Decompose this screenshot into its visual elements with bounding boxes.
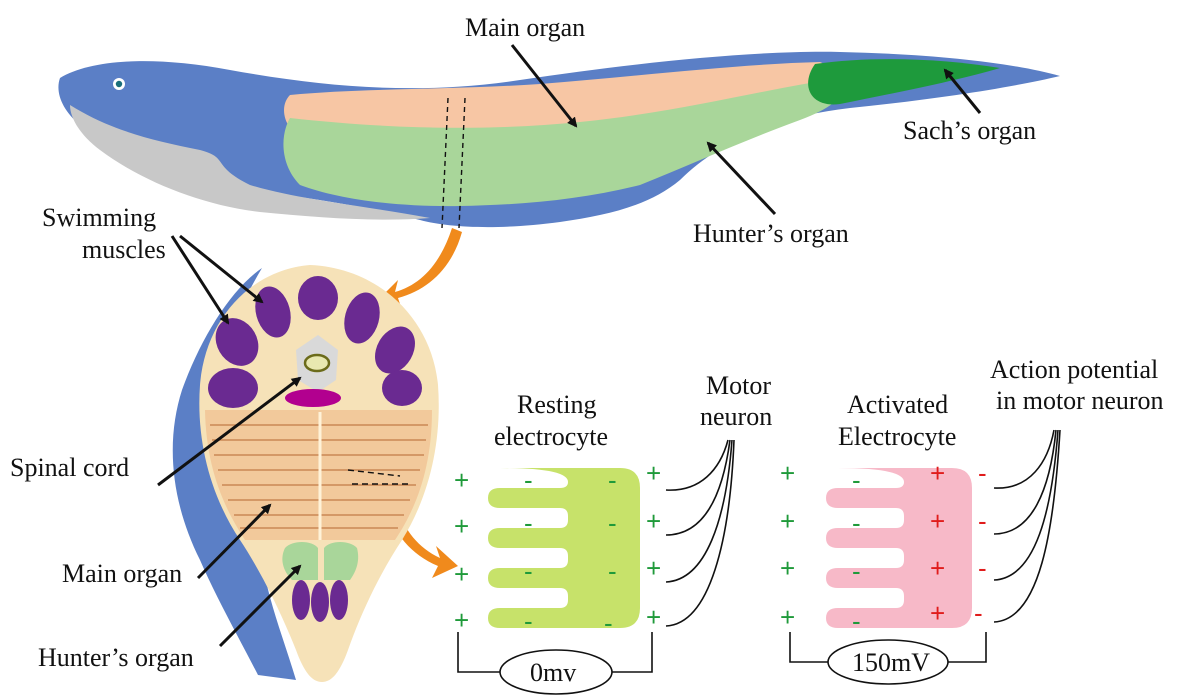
label-swimming-muscles-1: Swimming (42, 203, 156, 232)
resting-left-plus-signs: + + + + (454, 465, 469, 635)
label-main-organ-bottom: Main organ (62, 559, 182, 588)
resting-right-plus-1: + (646, 458, 661, 488)
spinal-cord-center (305, 355, 329, 371)
label-main-organ-top: Main organ (465, 13, 585, 42)
label-motor-neuron-1: Motor (706, 371, 771, 400)
label-swimming-muscles-2: muscles (82, 235, 166, 264)
label-hunters-organ-bottom: Hunter’s organ (38, 643, 194, 672)
resting-left-plus-2: + (454, 511, 469, 541)
activated-red-minus-2: - (978, 506, 987, 536)
activated-red-minus-1: - (978, 458, 987, 488)
resting-right-plus-4: + (646, 602, 661, 632)
label-activated-2: Electrocyte (838, 422, 956, 451)
eel-pupil (116, 81, 122, 87)
activated-left-plus-1: + (780, 458, 795, 488)
activated-voltmeter: 150mV (790, 632, 986, 684)
resting-motor-neuron-wires (666, 440, 734, 626)
activated-red-plus-4: + (930, 598, 945, 628)
activated-motor-neuron-wires (994, 430, 1060, 622)
activated-red-plus-3: + (930, 553, 945, 583)
arrow-swimming-muscles-1 (172, 236, 228, 323)
activated-electrocyte-cell (826, 468, 972, 628)
resting-right-plus-2: + (646, 506, 661, 536)
activated-right-minus-signs: - - - - (974, 458, 987, 628)
label-action-potential-2: in motor neuron (996, 386, 1164, 415)
label-sachs-organ: Sach’s organ (903, 116, 1036, 145)
resting-left-plus-3: + (454, 559, 469, 589)
resting-left-plus-1: + (454, 465, 469, 495)
resting-left-plus-4: + (454, 605, 469, 635)
activated-red-minus-3: - (978, 553, 987, 583)
cross-section (173, 265, 439, 682)
resting-minus-b3: - (608, 556, 617, 586)
activated-red-plus-2: + (930, 506, 945, 536)
resting-minus-a1: - (524, 465, 533, 495)
resting-minus-b1: - (608, 465, 617, 495)
activated-inner-minus-signs: - - - - (852, 465, 861, 636)
resting-minus-a3: - (524, 556, 533, 586)
activated-minus-2: - (852, 508, 861, 538)
resting-right-plus-signs: + + + + (646, 458, 661, 632)
hunters-organ-muscles (292, 580, 348, 622)
arrow-hunters-organ-top (708, 143, 775, 214)
label-motor-neuron-2: neuron (700, 402, 772, 431)
resting-electrocyte-cell (488, 468, 640, 628)
resting-voltmeter: 0mv (458, 632, 652, 694)
activated-left-plus-3: + (780, 553, 795, 583)
label-activated-1: Activated (847, 390, 948, 419)
label-action-potential-1: Action potential (990, 355, 1158, 384)
activated-left-plus-2: + (780, 506, 795, 536)
label-resting-1: Resting (517, 390, 596, 419)
resting-voltage-value: 0mv (530, 658, 576, 687)
resting-minus-b2: - (608, 508, 617, 538)
activated-left-plus-signs: + + + + (780, 458, 795, 632)
activated-minus-1: - (852, 465, 861, 495)
label-resting-2: electrocyte (494, 422, 608, 451)
resting-minus-b4: - (604, 608, 613, 638)
resting-minus-a4: - (524, 606, 533, 636)
resting-minus-a2: - (524, 508, 533, 538)
activated-minus-4: - (852, 606, 861, 636)
activated-red-plus-1: + (930, 458, 945, 488)
activated-voltage-value: 150mV (852, 648, 930, 677)
aorta (285, 389, 341, 407)
activated-red-minus-4: - (974, 598, 983, 628)
activated-left-plus-4: + (780, 602, 795, 632)
label-hunters-organ-top: Hunter’s organ (693, 219, 849, 248)
activated-minus-3: - (852, 556, 861, 586)
resting-right-plus-3: + (646, 553, 661, 583)
label-spinal-cord: Spinal cord (10, 453, 129, 482)
